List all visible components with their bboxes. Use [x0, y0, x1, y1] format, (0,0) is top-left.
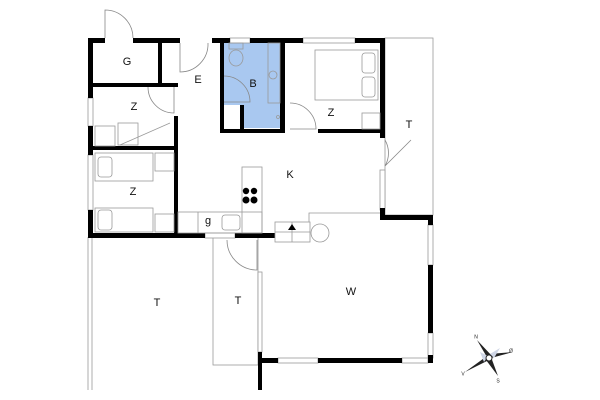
- compass-rose-icon: N Ø S V: [461, 334, 513, 384]
- bathroom-floor: [224, 43, 282, 128]
- hob-icon: [242, 187, 258, 204]
- room-label-bathroom: B: [249, 78, 256, 90]
- fixtures: [94, 42, 381, 243]
- room-label-terrace: T: [154, 297, 161, 309]
- room-label-utility: g: [205, 215, 211, 227]
- compass-west: V: [461, 371, 465, 377]
- walls: [88, 38, 433, 390]
- room-label-bedroom: Z: [131, 101, 138, 113]
- room-label-terrace: T: [406, 119, 413, 131]
- room-label-entrance: E: [194, 74, 201, 86]
- room-label-garage: G: [123, 56, 132, 68]
- room-label-bedroom: Z: [328, 107, 335, 119]
- room-label-bedroom: Z: [130, 186, 137, 198]
- compass-north: N: [474, 334, 478, 340]
- compass-south: S: [496, 378, 500, 384]
- compass-east: Ø: [509, 348, 513, 354]
- room-label-kitchen: K: [286, 169, 294, 181]
- room-label-terrace: T: [235, 295, 242, 307]
- doors: [104, 9, 412, 271]
- stair-arrow-icon: [288, 224, 296, 230]
- room-label-conservatory: W: [346, 286, 357, 298]
